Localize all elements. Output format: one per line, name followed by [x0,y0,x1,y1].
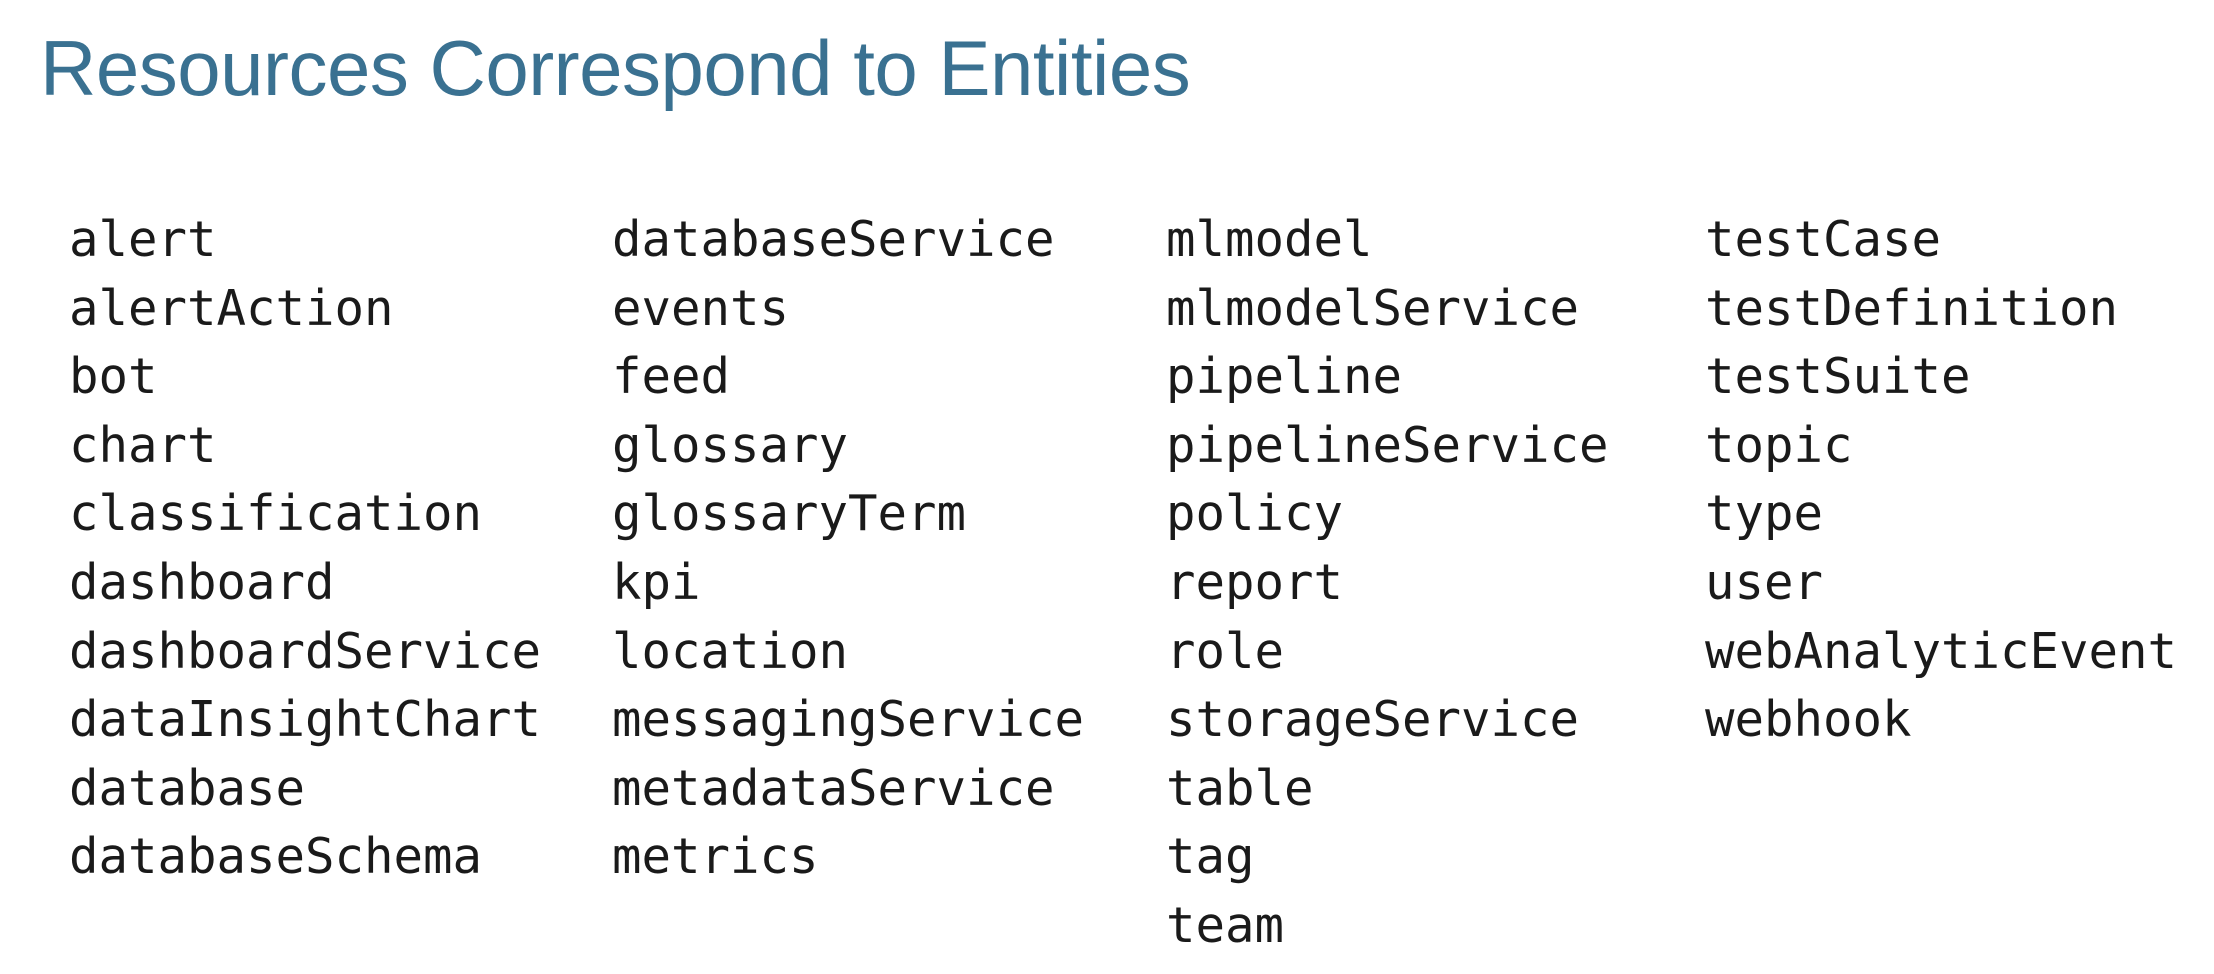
entity-item: database [69,759,306,817]
entity-item: feed [612,348,731,406]
entity-item: glossaryTerm [612,485,967,543]
entity-column-4: testCase testDefinition testSuite topic type… [1705,206,2177,961]
entity-item: kpi [612,553,701,611]
entity-item: testCase [1705,211,1942,268]
entity-item: mlmodelService [1166,279,1580,337]
entity-item: metrics [612,828,819,886]
entity-item: user [1705,553,1824,611]
entity-column-1: alert alertAction bot chart classification da… [69,206,612,961]
entity-item: mlmodel [1166,211,1373,268]
entity-item: databaseSchema [69,828,483,886]
page-title: Resources Correspond to Entities [40,24,1191,112]
entity-item: alert [69,211,217,268]
entity-list: alert alertAction bot chart classification da… [69,206,2177,961]
entity-item: webhook [1705,691,1912,749]
entity-item: testDefinition [1705,279,2119,337]
entity-item: policy [1166,485,1344,543]
entity-item: pipelineService [1166,416,1609,474]
entity-item: classification [69,485,483,543]
entity-item: pipeline [1166,348,1403,406]
entity-item: table [1166,759,1314,817]
entity-item: dataInsightChart [69,691,542,749]
entity-item: alertAction [69,279,394,337]
entity-item: role [1166,622,1285,680]
entity-item: chart [69,416,217,474]
entity-item: webAnalyticEvent [1705,622,2178,680]
entity-item: type [1705,485,1824,543]
entity-item: storageService [1166,691,1580,749]
entity-item: metadataService [612,759,1055,817]
entity-item: dashboard [69,553,335,611]
entity-item: testSuite [1705,348,1971,406]
entity-item: messagingService [612,691,1085,749]
entity-item: tag [1166,828,1255,886]
entity-item: dashboardService [69,622,542,680]
entity-item: team [1166,896,1285,954]
entity-item: location [612,622,849,680]
entity-item: bot [69,348,158,406]
entity-column-2: databaseService events feed glossary glossar… [612,206,1166,961]
entity-item: databaseService [612,211,1055,268]
entity-column-3: mlmodel mlmodelService pipeline pipelineSer… [1166,206,1705,961]
entity-item: topic [1705,416,1853,474]
entity-item: glossary [612,416,849,474]
entity-item: events [612,279,790,337]
entity-item: report [1166,553,1344,611]
